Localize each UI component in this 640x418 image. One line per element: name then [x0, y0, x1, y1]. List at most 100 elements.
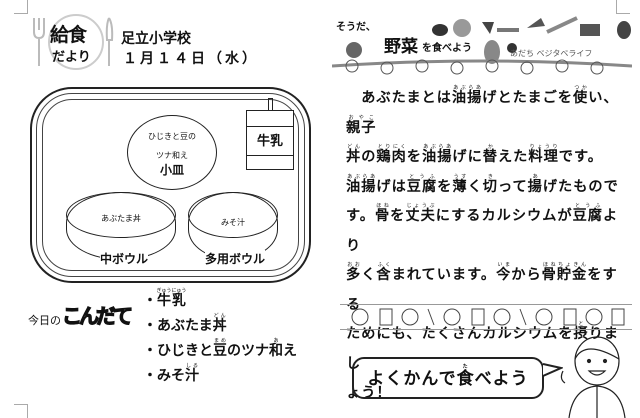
tray: [30, 87, 311, 283]
fork-icon: [33, 18, 45, 66]
text: です。: [558, 149, 603, 165]
text: あぶたまとは: [346, 90, 452, 106]
text: す。: [346, 208, 375, 224]
text: えた: [497, 149, 529, 165]
small-plate: ひじきと豆の ツナ和え 小皿: [127, 115, 217, 190]
text: げに: [452, 149, 483, 165]
ruby-text: 丼どん: [346, 144, 362, 165]
middle-bowl-label: 中ボウル: [100, 250, 149, 267]
milk-carton: 牛乳: [246, 110, 294, 170]
header-brand: あだち ベジタベライフ: [510, 49, 593, 58]
text: にするカルシウムが: [435, 208, 573, 224]
crop-mark: [14, 404, 28, 418]
paragraph-line: あぶたまとは油揚あぶらあげとたまごを使つかい、親子おやこ: [346, 84, 630, 143]
menu-logo: 今日の こんだて: [28, 292, 134, 332]
text: の: [361, 149, 377, 165]
text: から: [511, 267, 542, 283]
dishes-illustration: [351, 308, 625, 326]
ruby-text: 牛乳ぎゅうにゅう: [156, 288, 187, 309]
ruby-text: 汁しる: [185, 363, 199, 384]
menu-logo-prefix: 今日の: [28, 314, 61, 327]
text: く: [361, 267, 377, 283]
paragraph-line: 丼どんの鶏肉とりにくを油揚あぶらあげに替かえた料理りょうりです。: [346, 143, 630, 173]
logo-subtitle: だより: [52, 50, 91, 65]
menu-item: ・ひじきと豆まめのツナ和あえ: [143, 338, 297, 363]
date: １月１４日（水）: [123, 51, 259, 67]
ruby-text: 油揚あぶらあ: [346, 173, 377, 195]
ruby-text: 替か: [482, 144, 498, 165]
menu-item: ・みそ汁しる: [143, 363, 297, 388]
text: まれています。: [391, 267, 497, 283]
multi-bowl-food: みそ汁: [221, 218, 245, 227]
small-plate-food: ツナ和え: [156, 151, 188, 160]
ruby-text: 骨ほね: [374, 203, 391, 224]
text: を: [406, 149, 422, 165]
ruby-text: 使つか: [572, 85, 589, 106]
bubble-tail: [543, 363, 563, 377]
menu-item: ・あぶたま丼どん: [143, 313, 297, 338]
paragraph-line: す。骨ほねを丈夫じょうぶにするカルシウムが豆腐とうふより: [346, 202, 630, 261]
text: を: [390, 208, 406, 224]
text: ・あぶたま: [143, 318, 213, 334]
menu-list: ・牛乳ぎゅうにゅう・あぶたま丼どん・ひじきと豆まめのツナ和あえ・みそ汁しる: [143, 288, 297, 388]
text: を: [437, 178, 453, 195]
paragraph-line: ためにも、たくさんカルシウムを摂とりまし: [346, 320, 630, 379]
header-title: 野菜: [384, 37, 418, 57]
paragraph-line: 多おおく含ふくまれています。今いまから骨貯金ほねちょきんをする: [346, 261, 630, 320]
text: のツナ: [227, 343, 269, 359]
text: げたもので: [542, 178, 619, 195]
ruby-text: 豆腐とうふ: [572, 203, 603, 224]
speech-bubble: よくかんで食たべよう: [352, 357, 544, 399]
ruby-text: 油揚あぶらあ: [451, 85, 483, 106]
ruby-text: 親子おやこ: [346, 114, 377, 136]
crop-mark: [14, 0, 28, 14]
text: ・: [143, 293, 157, 309]
text: って: [497, 178, 528, 195]
tray-inner: [36, 93, 305, 277]
text: げとたまごを: [482, 90, 573, 106]
ruby-text: 食た: [456, 364, 475, 389]
text: ためにも、たくさんカルシウムを: [346, 326, 574, 342]
ruby-text: 摂と: [573, 321, 589, 342]
ruby-text: 丈夫じょうぶ: [405, 203, 436, 224]
ruby-text: 油揚あぶらあ: [422, 144, 453, 165]
ruby-text: 揚あ: [527, 173, 543, 195]
text: よくかんで: [367, 369, 457, 389]
ruby-text: 含ふく: [376, 262, 392, 283]
text: げは: [376, 178, 407, 195]
text: べよう: [474, 369, 529, 389]
ruby-text: 多おお: [346, 262, 362, 283]
vegetable-header: そうだ、 野菜 を食べよう あだち ベジタベライフ: [332, 10, 632, 82]
tray-inner: [42, 99, 299, 271]
ruby-text: 和あ: [269, 338, 283, 359]
header-suffix: を食べよう: [422, 43, 472, 54]
ruby-text: 鶏肉とりにく: [376, 144, 407, 165]
text: ・ひじきと: [143, 343, 213, 359]
multi-bowl-label: 多用ボウル: [205, 250, 266, 267]
ruby-text: 料理りょうり: [528, 144, 559, 165]
milk-label: 牛乳: [247, 126, 293, 156]
school-name: 足立小学校: [121, 31, 191, 47]
knife-icon: [105, 17, 114, 66]
vegetables-illustration: [332, 16, 632, 75]
ruby-text: 豆腐とうふ: [406, 173, 438, 195]
middle-bowl-food: あぶたま丼: [101, 214, 141, 223]
text: ・みそ: [143, 368, 185, 384]
menu-item: ・牛乳ぎゅうにゅう: [143, 288, 297, 313]
logo-title: 給食: [50, 24, 87, 46]
teacher-illustration: [560, 336, 626, 418]
ruby-text: 骨貯金ほねちょきん: [541, 262, 588, 283]
ruby-text: 切き: [482, 173, 498, 195]
small-plate-label: 小皿: [159, 163, 184, 177]
plate-icon: [48, 14, 104, 70]
article-paragraph: あぶたまとは油揚あぶらあげとたまごを使つかい、親子おやこ丼どんの鶏肉とりにくを油…: [346, 84, 630, 409]
menu-logo-main: こんだて: [61, 303, 133, 328]
ruby-text: 薄うす: [452, 173, 468, 195]
text: え: [283, 343, 297, 359]
text: より: [346, 208, 619, 254]
ruby-text: 丼どん: [212, 313, 227, 334]
ruby-text: 今いま: [496, 262, 512, 283]
crop-mark: [616, 0, 630, 14]
small-plate-food: ひじきと豆の: [148, 132, 196, 141]
decorative-border: [340, 304, 632, 330]
